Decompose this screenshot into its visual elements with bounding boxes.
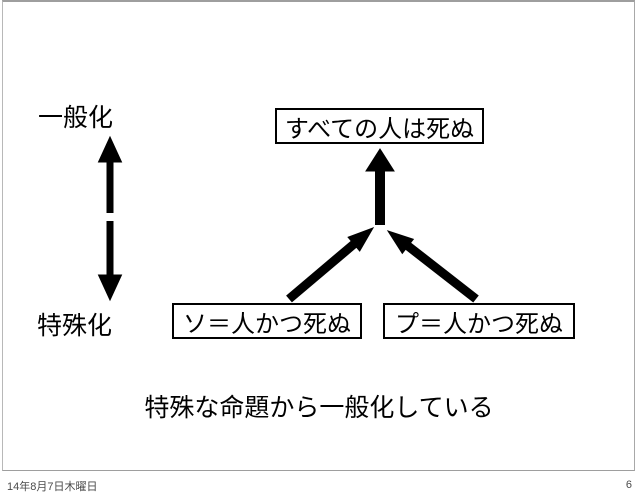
premise-box-left-label: ソ＝人かつ死ぬ (183, 310, 351, 338)
premise-box-right: プ＝人かつ死ぬ (383, 303, 575, 339)
premise-box-right-label: プ＝人かつ死ぬ (395, 310, 563, 338)
generalization-label: 一般化 (38, 104, 114, 132)
conclusion-box: すべての人は死ぬ (275, 108, 484, 144)
conclusion-box-label: すべての人は死ぬ (284, 115, 475, 143)
footer-page-number: 6 (625, 479, 632, 491)
slide-caption: 特殊な命題から一般化している (144, 394, 494, 422)
premise-box-left: ソ＝人かつ死ぬ (172, 303, 362, 339)
footer-date: 14年8月7日木曜日 (7, 481, 98, 493)
specialization-label: 特殊化 (37, 312, 113, 340)
